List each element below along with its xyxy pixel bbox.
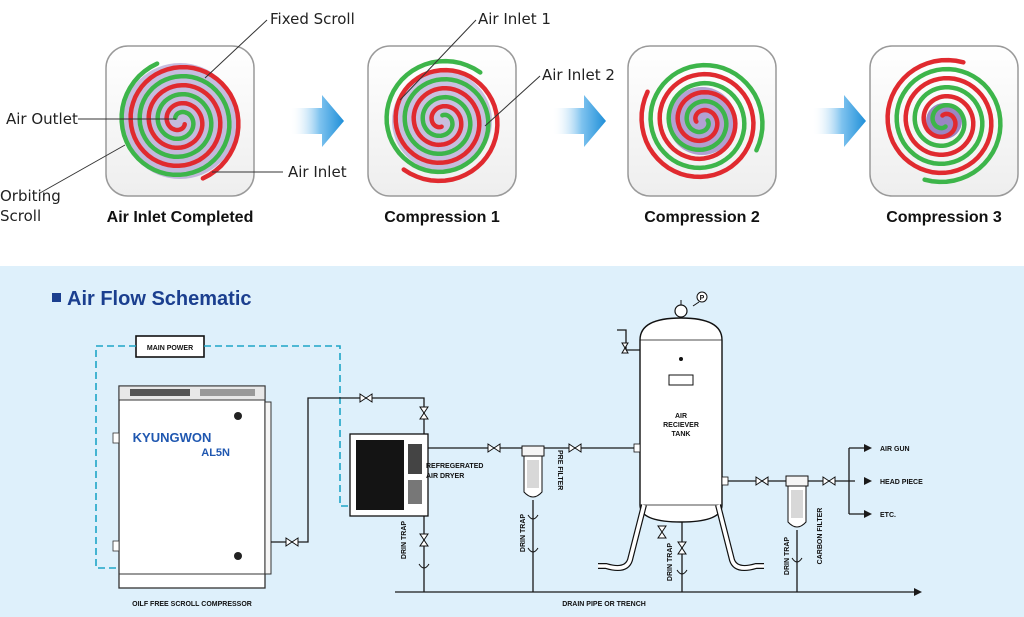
fixed-scroll-label: Fixed Scroll (270, 10, 355, 28)
orbiting-scroll-label-line1: Orbiting (0, 187, 61, 205)
schematic-title-bullet (52, 293, 61, 302)
air-inlet-2-label: Air Inlet 2 (542, 66, 615, 84)
stage-title-4: Compression 3 (886, 209, 1002, 226)
drain-pipe-label: DRAIN PIPE OR TRENCH (562, 601, 646, 608)
blue-flow-arrow-icon (812, 95, 866, 147)
valve-icon (419, 533, 429, 547)
dryer-label-line1: REFREGERATED (426, 463, 483, 470)
schematic-title: Air Flow Schematic (67, 288, 252, 310)
air-inlet-1-label: Air Inlet 1 (478, 10, 551, 28)
stage-panel-3 (627, 45, 777, 197)
power-line (95, 345, 352, 569)
stage-panel-4 (869, 45, 1019, 197)
orbiting-scroll-label-line2: Scroll (0, 207, 41, 225)
stage-title-1: Air Inlet Completed (107, 209, 254, 226)
orbiting-scroll-spiral (119, 61, 232, 178)
scroll-compressor-unit (112, 385, 272, 589)
output-head-piece: HEAD PIECE (880, 479, 923, 486)
drin-trap-label-1: DRIN TRAP (401, 521, 408, 559)
pressure-gauge-icon: P (692, 291, 708, 307)
drain-trap-symbols (418, 514, 803, 575)
main-power-box: MAIN POWER (135, 335, 205, 358)
main-power-label: MAIN POWER (147, 345, 193, 352)
valve-icon (822, 476, 836, 486)
compressor-model: AL5N (201, 447, 230, 459)
output-air-gun: AIR GUN (880, 446, 910, 453)
scroll-compression-stage-icon (639, 62, 765, 180)
pre-filter-label: PRE FILTER (556, 450, 563, 490)
tank-label-line1: AIR (675, 413, 687, 420)
tank-label-line2: RECIEVER (663, 422, 699, 429)
orbiting-scroll-spiral (648, 62, 765, 171)
callout-lines (39, 19, 541, 194)
blue-flow-arrow-icon (290, 95, 344, 147)
drin-trap-label-2: DRIN TRAP (520, 514, 527, 552)
scroll-compression-stage-icon (885, 57, 1003, 185)
stage-title-2: Compression 1 (384, 209, 500, 226)
fixed-scroll-spiral (393, 67, 500, 184)
filter-icon (521, 445, 545, 498)
tank-label-line3: TANK (672, 431, 691, 438)
scroll-compression-stage-icon (384, 58, 500, 184)
blue-flow-arrow-icon (552, 95, 606, 147)
filter-icon (785, 475, 809, 528)
valve-icon (568, 443, 582, 453)
valve-icon (419, 406, 429, 420)
fixed-scroll-spiral (128, 64, 241, 181)
drin-trap-label-4: DRIN TRAP (784, 537, 791, 575)
output-etc: ETC. (880, 512, 896, 519)
scroll-compression-stage-icon (119, 61, 241, 181)
air-outlet-label: Air Outlet (6, 110, 78, 128)
fixed-scroll-spiral (639, 71, 756, 180)
gauge-label: P (700, 295, 705, 302)
dryer-label-line2: AIR DRYER (426, 473, 464, 480)
fixed-scroll-spiral (885, 57, 994, 176)
valve-icon (285, 537, 299, 547)
compressor-label: OILF FREE SCROLL COMPRESSOR (132, 601, 252, 608)
valve-icon (657, 525, 667, 539)
valve-icon (359, 393, 373, 403)
drin-trap-label-3: DRIN TRAP (667, 543, 674, 581)
orbiting-scroll-spiral (384, 58, 491, 175)
air-inlet-label: Air Inlet (288, 163, 347, 181)
valve-icon (755, 476, 769, 486)
carbon-filter-label: CARBON FILTER (817, 508, 824, 565)
valve-icon (677, 541, 687, 555)
compressor-brand: KYUNGWON (133, 430, 212, 445)
stage-panel-1 (105, 45, 255, 197)
stage-title-3: Compression 2 (644, 209, 760, 226)
stage-panel-2 (367, 45, 517, 197)
refrigerated-air-dryer (349, 433, 429, 517)
valve-icon (487, 443, 501, 453)
orbiting-scroll-spiral (894, 66, 1003, 185)
valve-icon (621, 342, 629, 354)
air-receiver-tank (598, 300, 764, 571)
